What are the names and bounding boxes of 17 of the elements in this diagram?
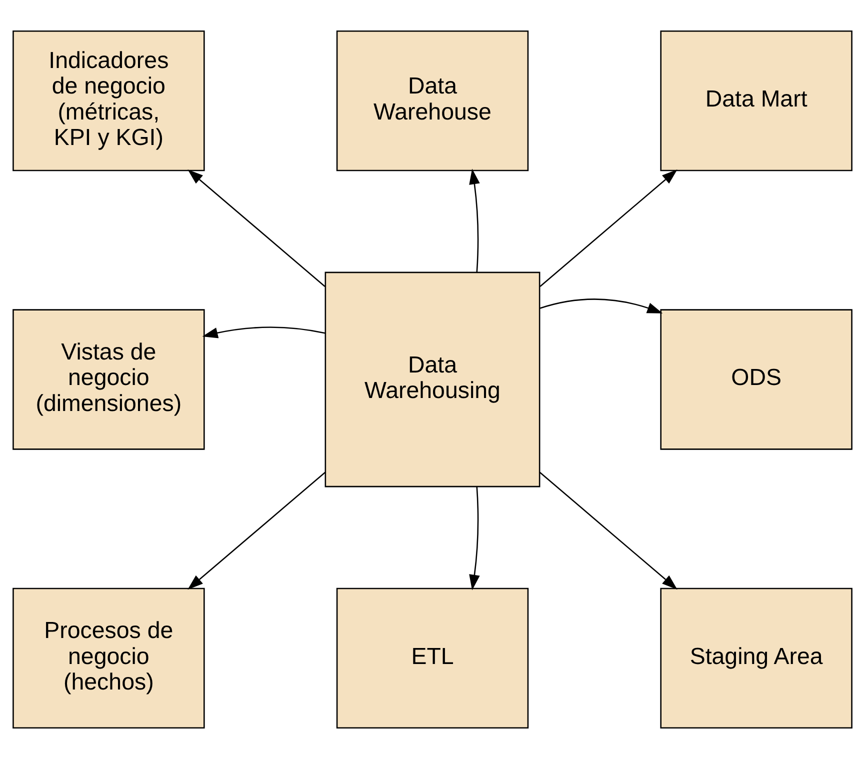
- arrow: [202, 326, 326, 338]
- arrow: [539, 471, 678, 590]
- arrow: [188, 168, 326, 286]
- arrow: [540, 298, 663, 313]
- arrow: [469, 168, 480, 272]
- arrow: [540, 168, 678, 286]
- node-box: Staging Area: [660, 587, 852, 728]
- node-box: Data Warehouse: [336, 30, 529, 171]
- arrow: [469, 486, 480, 590]
- node-box: ODS: [660, 308, 852, 450]
- node-box: Data Warehousing: [324, 271, 540, 487]
- node-box: Procesos de negocio (hechos): [12, 587, 205, 728]
- arrow: [188, 471, 326, 590]
- node-box: ETL: [336, 587, 529, 728]
- node-box: Data Mart: [660, 30, 852, 171]
- node-box: Indicadores de negocio (métricas, KPI y KGI): [12, 30, 205, 171]
- node-box: Vistas de negocio (dimensiones): [12, 308, 205, 450]
